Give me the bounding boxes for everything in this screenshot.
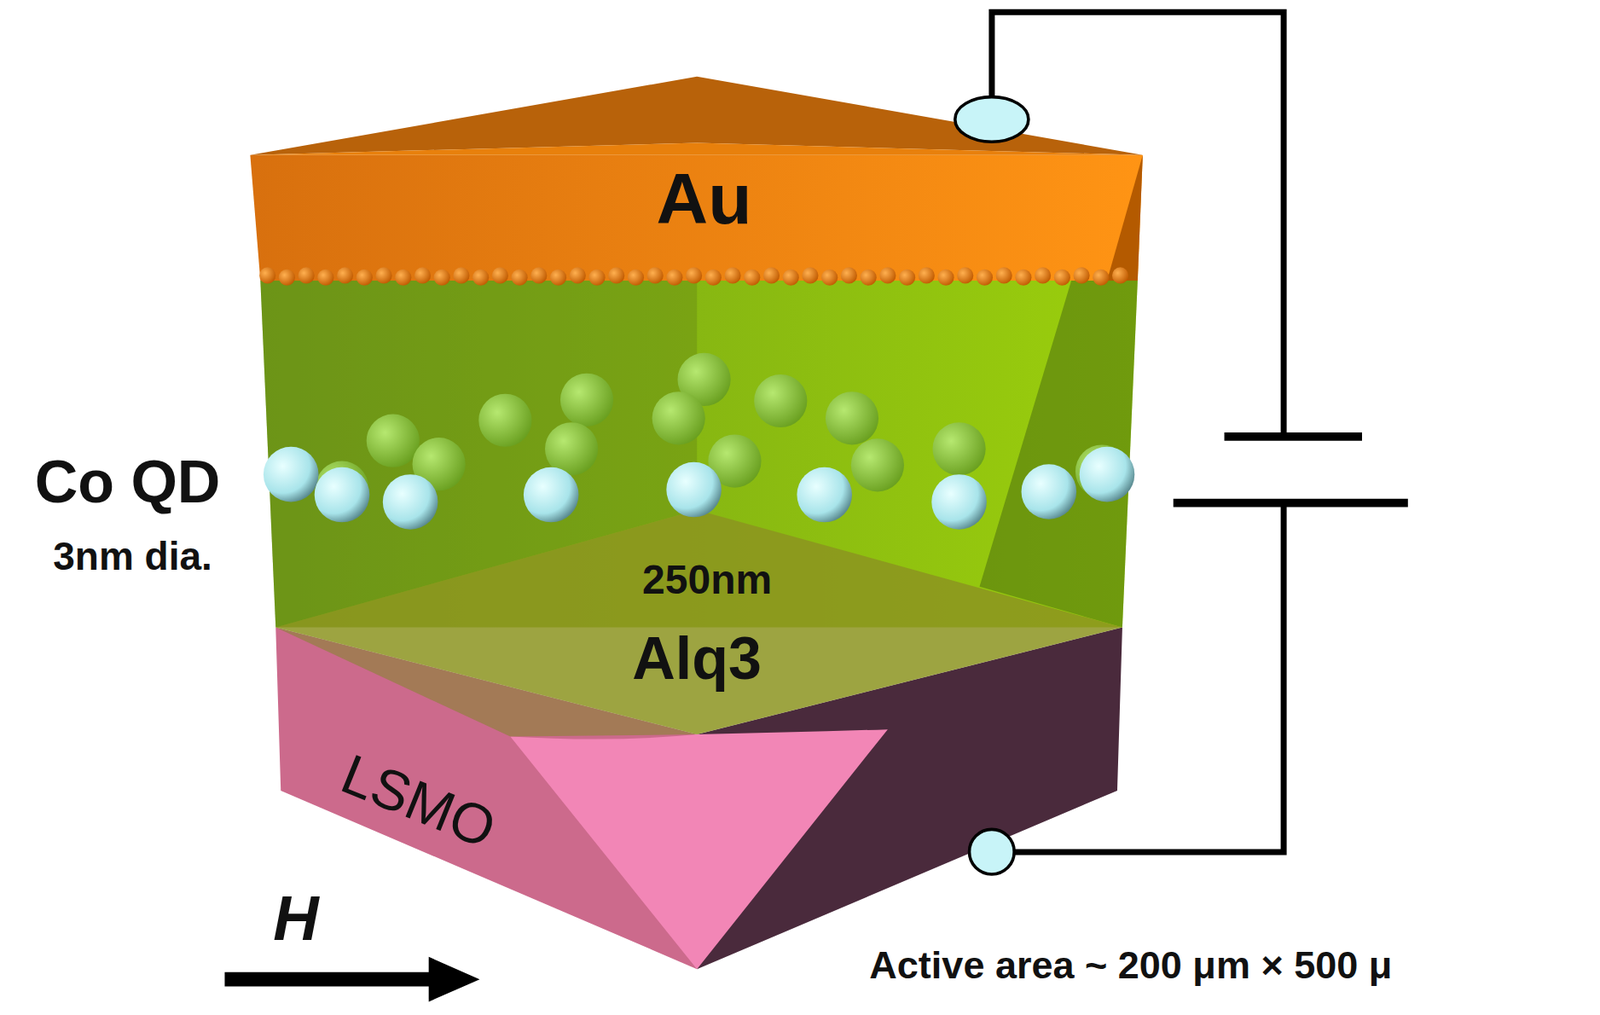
- field-label: H: [272, 886, 319, 951]
- contact-pad: [969, 828, 1015, 875]
- layer-label: LSMO: [333, 745, 503, 858]
- layer-label: Au: [656, 162, 753, 235]
- layer-label: Alq3: [631, 628, 762, 689]
- device-layer: Au: [249, 119, 1143, 281]
- device-layer: 250nmAlq3: [260, 280, 1138, 695]
- circuit-wire: [991, 11, 1284, 853]
- dimension-note: Active area ~ 200 μm × 500 μ: [869, 944, 1392, 984]
- contact-pad: [955, 97, 1029, 143]
- device-layer: LSMO: [275, 694, 992, 970]
- part-label: Co QD: [34, 452, 221, 512]
- layer-label: 250nm: [642, 559, 772, 601]
- part-label: 3nm dia.: [52, 536, 213, 576]
